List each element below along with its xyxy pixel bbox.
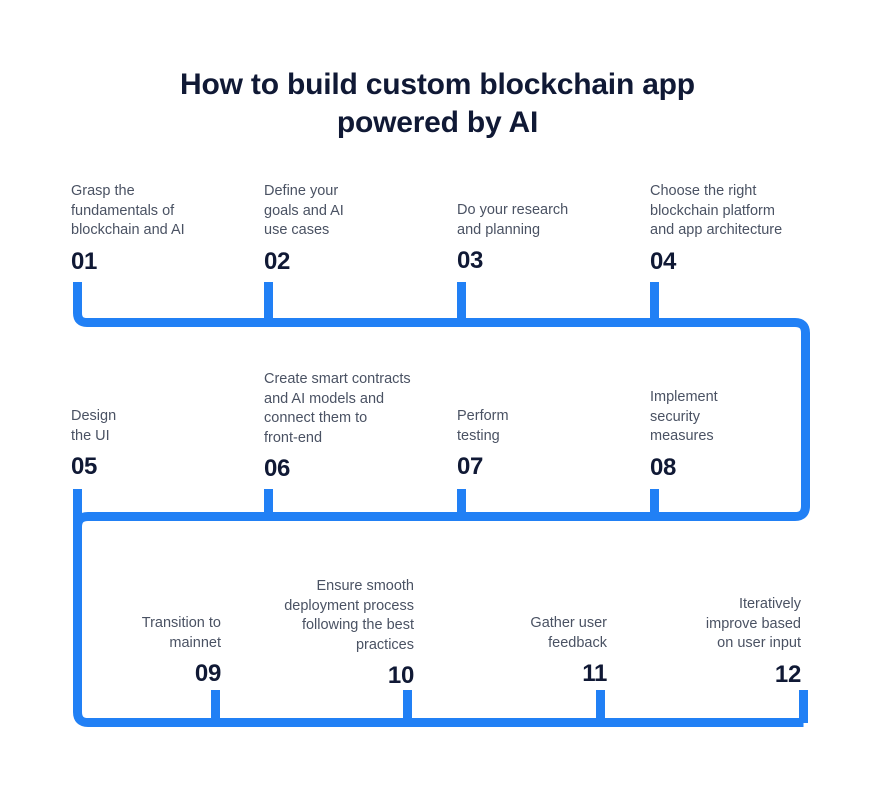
- step-02: Define your goals and AI use cases 02: [264, 182, 439, 274]
- step-07: Perform testing 07: [457, 407, 632, 479]
- step-08-description: Implement security measures: [650, 389, 718, 445]
- step-12-description: Iteratively improve based on user input: [705, 596, 801, 652]
- step-06: Create smart contracts and AI models and…: [264, 370, 454, 481]
- step-08: Implement security measures 08: [650, 388, 825, 480]
- step-02-description: Define your goals and AI use cases: [264, 183, 344, 239]
- step-10-number: 10: [387, 662, 414, 690]
- step-09-description: Transition to mainnet: [141, 615, 221, 651]
- step-10: Ensure smooth deployment process followi…: [228, 577, 414, 688]
- step-06-number: 06: [264, 455, 291, 483]
- step-07-description: Perform testing: [457, 408, 509, 444]
- step-01-description: Grasp the fundamentals of blockchain and…: [71, 183, 185, 239]
- step-04: Choose the right blockchain platform and…: [650, 182, 845, 274]
- step-02-number: 02: [264, 247, 291, 275]
- step-09: Transition to mainnet 09: [45, 614, 222, 688]
- rail-row-3: [73, 489, 804, 727]
- step-11: Gather user feedback 11: [430, 614, 607, 686]
- step-07-number: 07: [457, 453, 484, 481]
- step-03-number: 03: [457, 247, 484, 275]
- page-title: How to build custom blockchain app power…: [0, 66, 875, 143]
- step-08-number: 08: [650, 453, 677, 481]
- step-01-number: 01: [71, 247, 98, 275]
- step-05-description: Design the UI: [71, 408, 117, 444]
- step-03-description: Do your research and planning: [457, 202, 569, 238]
- step-11-description: Gather user feedback: [530, 615, 607, 651]
- step-11-number: 11: [582, 660, 607, 688]
- title-line-2: powered by AI: [336, 106, 539, 140]
- step-09-number: 09: [194, 660, 221, 688]
- step-05-number: 05: [71, 453, 98, 481]
- step-01: Grasp the fundamentals of blockchain and…: [71, 182, 246, 274]
- step-03: Do your research and planning 03: [457, 201, 639, 273]
- step-12-number: 12: [774, 660, 801, 688]
- step-12: Iteratively improve based on user input …: [620, 595, 801, 687]
- step-05: Design the UI 05: [71, 407, 246, 479]
- rail-row-1: [73, 282, 810, 521]
- step-06-description: Create smart contracts and AI models and…: [264, 371, 411, 446]
- step-04-description: Choose the right blockchain platform and…: [650, 183, 783, 239]
- step-04-number: 04: [650, 247, 677, 275]
- title-line-1: How to build custom blockchain app: [180, 68, 695, 102]
- step-10-description: Ensure smooth deployment process followi…: [284, 578, 414, 653]
